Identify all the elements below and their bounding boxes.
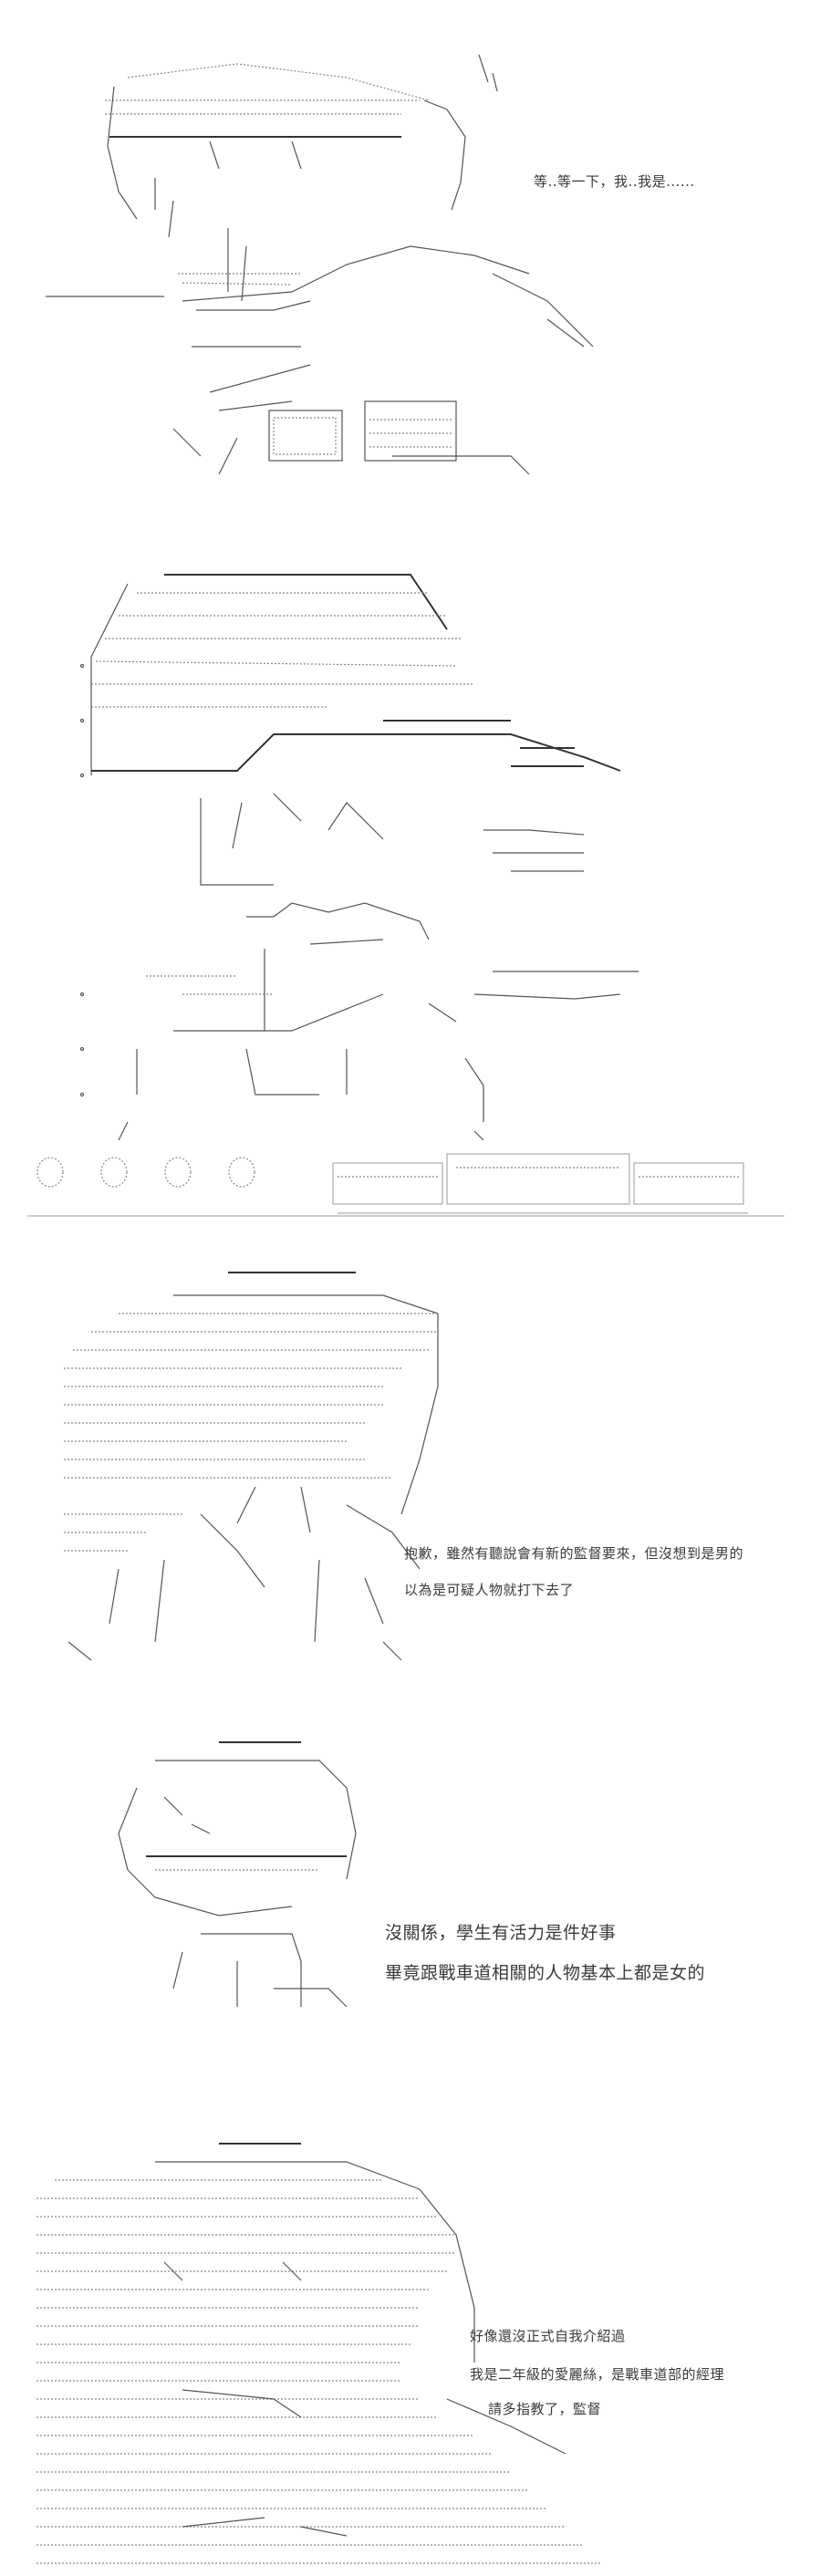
dialogue-line: 畢竟跟戰車道相關的人物基本上都是女的: [385, 1963, 706, 1983]
panel-6-introduction-scene: 好像還沒正式自我介紹過 我是二年級的愛麗絲，是戰車道部的經理 請多指教了，監督: [0, 2125, 821, 2576]
ascii-art-figure-lying: [46, 54, 594, 475]
ascii-art-chibi-character: [118, 1741, 357, 2008]
dialogue-line: 等..等一下，我..我是......: [534, 173, 695, 190]
panel-2-tank-commander-closeup: [0, 538, 821, 1140]
panel-1-knocked-down-scene: 等..等一下，我..我是......: [0, 0, 821, 511]
panel-5-reply-scene: 沒關係，學生有活力是件好事 畢竟跟戰車道相關的人物基本上都是女的: [0, 1715, 821, 2025]
dialogue-line: 以為是可疑人物就打下去了: [404, 1582, 575, 1598]
dialogue-line: 好像還沒正式自我介紹過: [470, 2328, 626, 2344]
ascii-art-commander-with-cap: [79, 574, 639, 1140]
panel-3-train: [0, 1145, 821, 1236]
panel-4-apology-scene: 抱歉，雖然有聽說會有新的監督要來，但沒想到是男的 以為是可疑人物就打下去了: [0, 1259, 821, 1669]
dialogue-line: 抱歉，雖然有聽說會有新的監督要來，但沒想到是男的: [404, 1545, 744, 1562]
dialogue-line: 沒關係，學生有活力是件好事: [385, 1923, 617, 1943]
dialogue-line: 請多指教了，監督: [488, 2401, 602, 2417]
ascii-art-girl-introducing: [36, 2143, 602, 2564]
dialogue-line: 我是二年級的愛麗絲，是戰車道部的經理: [470, 2366, 725, 2383]
ascii-art-train: [27, 1153, 785, 1217]
ascii-art-girl-bowing: [64, 1272, 439, 1661]
